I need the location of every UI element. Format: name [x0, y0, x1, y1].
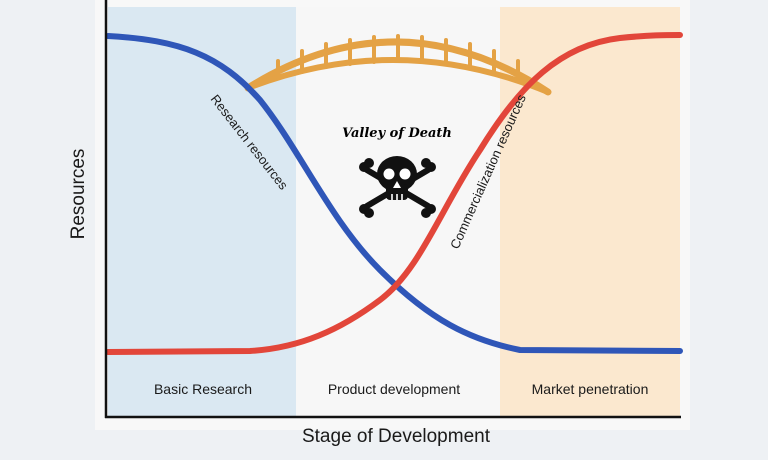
region-market-penetration: [500, 7, 680, 416]
y-axis-label: Resources: [68, 149, 89, 240]
research-resources-curve: [105, 33, 683, 354]
x-axis-label: Stage of Development: [302, 426, 491, 447]
skull-and-crossbones-icon: [359, 156, 436, 218]
region-label-product-development: Product development: [328, 381, 460, 397]
bridge-icon: [244, 34, 552, 96]
commercialization-resources-curve: [105, 32, 683, 355]
region-label-basic-research: Basic Research: [154, 381, 252, 397]
valley-of-death-label: Valley of Death: [342, 126, 452, 141]
region-label-market-penetration: Market penetration: [532, 381, 649, 397]
